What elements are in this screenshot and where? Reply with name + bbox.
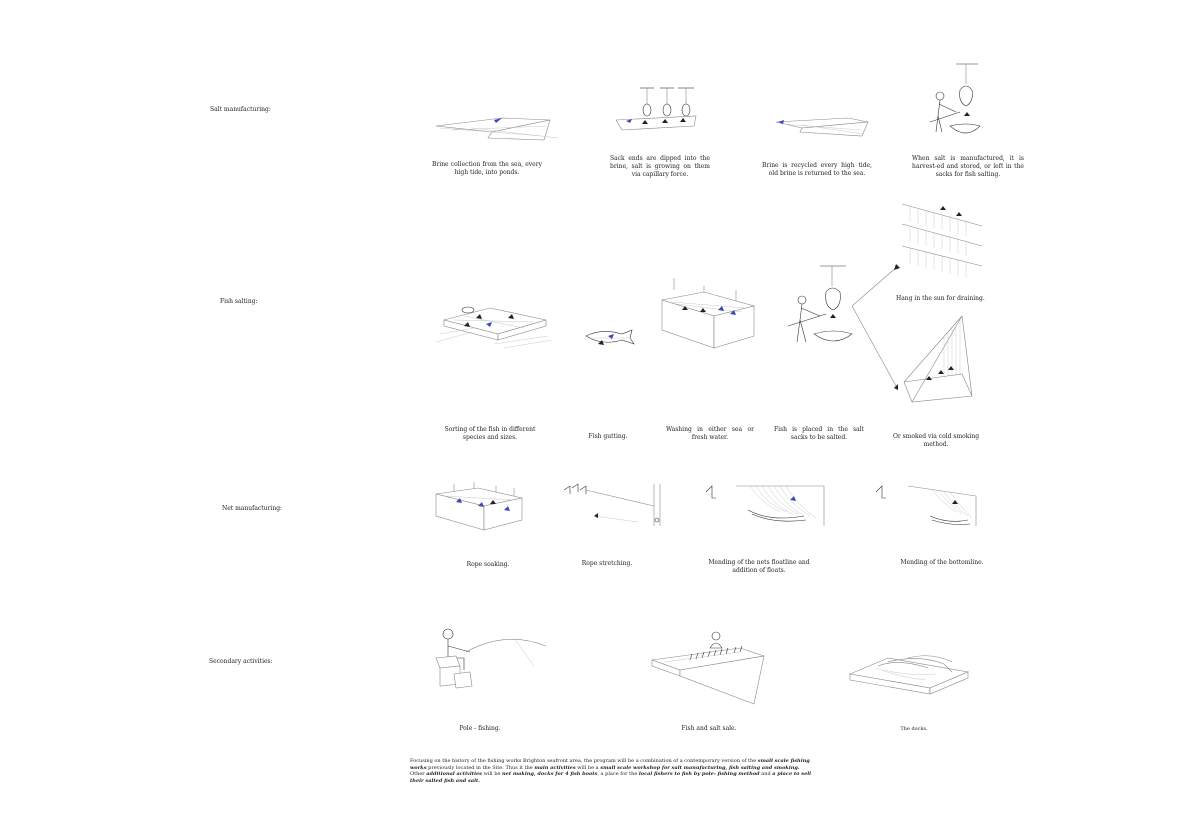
para-bold-7: a place to sell their salted fish and sa…: [410, 771, 812, 784]
mending-bottomline-illustration: [875, 485, 977, 526]
caption-smoked: Or smoked via cold smoking method.: [892, 433, 980, 448]
brine-collection-illustration: [435, 117, 559, 141]
para-bold-5: net making, docks for 4 fish boats: [502, 771, 598, 778]
para-text-6: , a place for the: [597, 771, 639, 778]
caption-gutting: Fish gutting.: [588, 433, 628, 440]
program-description: Focusing on the history of the fishing w…: [410, 758, 812, 784]
caption-sorting: Sorting of the fish in different species…: [444, 426, 536, 441]
fish-in-salt-sacks-illustration: [787, 265, 853, 343]
caption-placed-salt-sacks: Fish is placed in the salt sacks to be s…: [774, 426, 864, 441]
rope-soaking-illustration: [435, 482, 523, 531]
row-label-secondary: Secondary activities:: [209, 658, 273, 665]
para-text-2: previously located in the Site. Thus it …: [426, 764, 535, 771]
caption-fish-salt-sale: Fish and salt sale.: [681, 725, 737, 732]
caption-brine-recycled: Brine is recycled every high tide, old b…: [762, 162, 872, 177]
caption-brine-collection: Brine collection from the sea, every hig…: [432, 161, 542, 176]
caption-sack-ends: Sack ends are dipped into the brine, sal…: [610, 155, 710, 178]
para-bold-1: small scale fishing works: [410, 758, 810, 771]
para-text-1: Focusing on the history of the fishing w…: [410, 758, 758, 764]
row-label-salt: Salt manufacturing:: [210, 106, 271, 113]
row-label-fish: Fish salting:: [220, 298, 258, 305]
docks-illustration: [848, 655, 970, 695]
para-text-7: and: [759, 771, 773, 778]
para-bold-3: small scale workshop for salt manufactur…: [600, 764, 800, 771]
fish-sorting-illustration: [435, 306, 553, 349]
sack-ends-illustration: [615, 87, 697, 131]
caption-washing: Washing in either sea or fresh water.: [666, 426, 754, 441]
fish-gutting-illustration: [585, 329, 635, 345]
rope-stretching-illustration: [563, 483, 661, 526]
caption-mending-bottomline: Mending of the bottomline.: [900, 559, 984, 566]
mending-floatline-illustration: [705, 485, 825, 526]
para-bold-2: main activities: [534, 764, 576, 771]
para-text-3: will be a: [575, 764, 601, 771]
caption-hang-sun: Hang in the sun for draining.: [896, 295, 985, 302]
salt-harvest-illustration: [929, 63, 981, 134]
caption-rope-soaking: Rope soaking.: [466, 561, 510, 568]
brine-recycle-illustration: [775, 117, 869, 137]
para-text-5: will be: [481, 771, 502, 778]
fish-hang-smoke-illustration: [852, 203, 983, 403]
caption-mending-floatline: Mending of the nets floatline and additi…: [708, 559, 810, 574]
caption-rope-stretching: Rope stretching.: [581, 560, 633, 567]
caption-docks: The docks.: [900, 726, 928, 732]
caption-salt-harvested: When salt is manufactured, it is harvest…: [912, 155, 1024, 178]
pole-fishing-illustration: [435, 628, 547, 689]
caption-pole-fishing: Pole - fishing.: [459, 725, 501, 732]
fish-washing-illustration: [661, 278, 756, 349]
para-text-4: Other: [410, 771, 427, 778]
para-bold-4: additional activities: [426, 771, 482, 778]
fish-salt-sale-illustration: [651, 631, 765, 705]
row-label-net: Net manufacturing:: [222, 505, 283, 512]
para-bold-6: local fishers to fish by pole- fishing m…: [638, 771, 760, 778]
